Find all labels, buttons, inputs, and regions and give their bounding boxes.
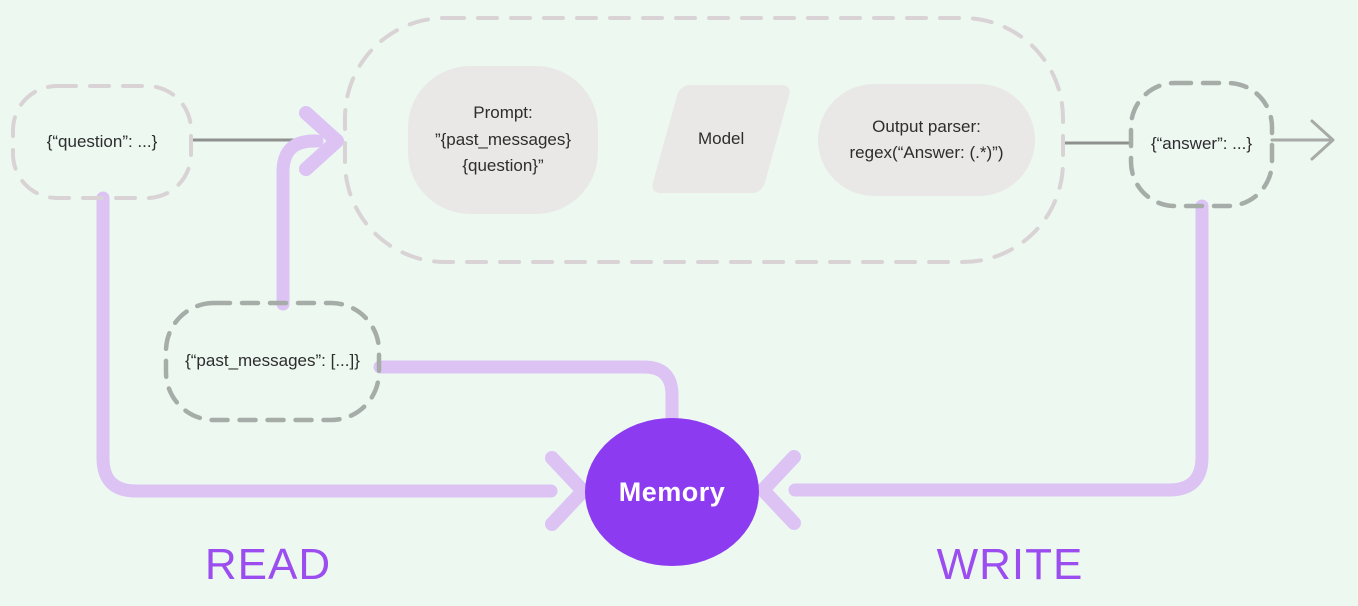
answer-output-arrowhead-icon <box>1310 119 1335 161</box>
past-messages-to-chain-line <box>276 134 324 311</box>
question-node-box <box>11 84 193 200</box>
past-messages-to-memory-line <box>373 360 679 432</box>
read-flow-line <box>96 191 558 498</box>
output-parser-line: regex(“Answer: (.*)”) <box>849 143 1004 162</box>
answer-node-label: {“answer”: ...} <box>1150 134 1253 154</box>
model-node-label: Model <box>697 128 745 148</box>
write-flow-label: WRITE <box>936 540 1084 589</box>
prompt-node: Prompt: ”{past_messages} {question}” <box>408 66 598 214</box>
memory-node: Memory <box>585 418 759 566</box>
past-messages-node-box <box>163 300 382 423</box>
question-node-label: {“question”: ...} <box>46 131 158 151</box>
prompt-node-line: Prompt: <box>473 103 533 123</box>
chain-container-box <box>343 16 1065 264</box>
answer-node-box <box>1128 80 1275 209</box>
write-flow-line <box>788 199 1209 497</box>
write-arrowhead-icon <box>756 450 801 530</box>
output-parser-line: Output parser: <box>872 116 981 136</box>
memory-node-label: Memory <box>618 476 726 507</box>
read-flow-label: READ <box>204 540 332 589</box>
prompt-node-line: {question}” <box>462 156 544 176</box>
read-arrowhead-icon <box>545 451 590 531</box>
past-messages-node-label: {“past_messages”: [...]} <box>185 351 360 371</box>
prompt-node-line: ”{past_messages} <box>434 129 572 149</box>
output-parser-node: Output parser: regex(“Answer: (.*)”) <box>818 84 1035 196</box>
past-messages-arrowhead-icon <box>299 106 344 176</box>
